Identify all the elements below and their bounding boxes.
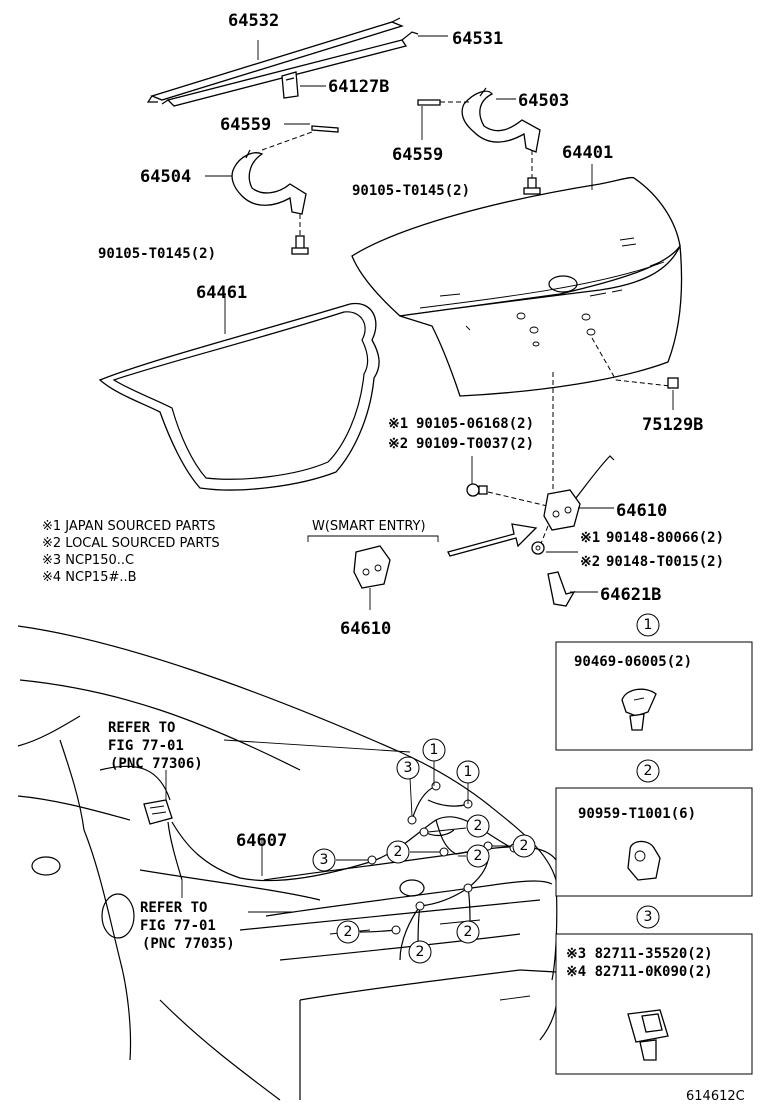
- svg-text:2: 2: [474, 848, 483, 864]
- figure-id: 614612C: [686, 1089, 745, 1104]
- clip-2-icon: [627, 840, 661, 881]
- hinge-64504: [231, 149, 307, 215]
- nut-row2-mark: ※2: [580, 554, 600, 570]
- refer-lower-line-2[interactable]: FIG 77-01: [140, 918, 216, 934]
- trunk-lid-64401: [351, 176, 683, 397]
- part-64461-label: 64461: [196, 283, 247, 303]
- svg-text:2: 2: [344, 924, 353, 940]
- hinge-64503: [461, 87, 541, 153]
- part-64503-label: 64503: [518, 91, 569, 111]
- part-64621b-label: 64621B: [600, 585, 661, 605]
- svg-text:2: 2: [474, 818, 483, 834]
- harness-callout-2d: 2: [492, 834, 536, 858]
- trunk-lock-64610: [543, 455, 615, 531]
- harness-callout-2f: 2: [408, 940, 432, 964]
- arrow-icon: [447, 523, 538, 557]
- rod-64559-right: [417, 99, 441, 106]
- svg-text:2: 2: [520, 838, 529, 854]
- clip-box-2-pn: 90959-T1001(6): [578, 806, 696, 822]
- clip-box-1-number: 1: [644, 617, 653, 633]
- torsion-bar-64532: [146, 17, 404, 103]
- clip-box-2: 2 90959-T1001(6): [555, 759, 753, 897]
- part-64610-label: 64610: [616, 501, 667, 521]
- part-64531-label: 64531: [452, 29, 503, 49]
- note-line-2: ※2 LOCAL SOURCED PARTS: [42, 536, 220, 551]
- clip-1-icon: [621, 688, 657, 731]
- refer-upper-line-3[interactable]: (PNC 77306): [110, 756, 203, 772]
- harness-callout-3a: 3: [396, 756, 420, 817]
- harness-callout-2e: 2: [336, 920, 360, 944]
- refer-upper-line-1[interactable]: REFER TO: [108, 720, 175, 736]
- part-64127b-label: 64127B: [328, 77, 389, 97]
- harness-callout-3b: 3: [312, 848, 368, 872]
- smart-entry-label: W(SMART ENTRY): [312, 519, 426, 534]
- nut-row2-pn: 90148-T0015(2): [606, 554, 724, 570]
- part-64504-label: 64504: [140, 167, 191, 187]
- screw-icon: [466, 483, 488, 497]
- trunk-lock-smart-entry: [353, 545, 391, 589]
- refer-upper-line-2[interactable]: FIG 77-01: [108, 738, 184, 754]
- part-64610-smart-label: 64610: [340, 619, 391, 639]
- clip-box-1: 1 90469-06005(2): [555, 613, 753, 751]
- note-line-3: ※3 NCP150..C: [42, 553, 134, 568]
- screw-row2-mark: ※2: [388, 436, 408, 452]
- cover-64621b: [547, 571, 576, 607]
- clip-box-3-number: 3: [644, 909, 653, 925]
- part-75129b-label: 75129B: [642, 415, 703, 435]
- connector-icon: [143, 799, 173, 825]
- harness-callout-1a: 1: [422, 738, 446, 786]
- part-64401-label: 64401: [562, 143, 613, 163]
- weatherstrip-64461: [98, 302, 380, 491]
- note-line-4: ※4 NCP15#..B: [42, 570, 137, 585]
- clip-box-3-pn-1: ※3 82711-35520(2): [566, 946, 713, 962]
- bracket-64127b: [281, 71, 299, 99]
- harness-callout-1b: 1: [456, 760, 480, 804]
- refer-lower-line-3[interactable]: (PNC 77035): [142, 936, 235, 952]
- nut-row1-mark: ※1: [580, 530, 600, 546]
- clip-box-3-pn-2: ※4 82711-0K090(2): [566, 964, 713, 980]
- rod-64559-left: [311, 125, 339, 133]
- nut-row1-pn: 90148-80066(2): [606, 530, 724, 546]
- svg-text:3: 3: [404, 760, 413, 776]
- refer-lower-line-1[interactable]: REFER TO: [140, 900, 207, 916]
- harness-callout-2b: 2: [386, 840, 440, 864]
- clip-75129b: [667, 377, 679, 389]
- svg-text:2: 2: [416, 944, 425, 960]
- svg-text:2: 2: [394, 844, 403, 860]
- bolt-right: [523, 177, 541, 195]
- screw-row2-pn: 90109-T0037(2): [416, 436, 534, 452]
- torsion-bar-64531: [161, 31, 419, 107]
- screw-row1-mark: ※1: [388, 416, 408, 432]
- harness-callout-2g: 2: [456, 920, 480, 944]
- note-line-1: ※1 JAPAN SOURCED PARTS: [42, 519, 216, 534]
- part-64532-label: 64532: [228, 11, 279, 31]
- part-64607-label: 64607: [236, 831, 287, 851]
- svg-text:1: 1: [430, 742, 439, 758]
- svg-text:3: 3: [320, 852, 329, 868]
- clip-3-icon: [627, 1009, 669, 1061]
- clip-box-2-number: 2: [644, 763, 653, 779]
- bolt-right-label: 90105-T0145(2): [352, 183, 470, 199]
- car-rear-body: [17, 625, 559, 1101]
- clip-box-3: 3 ※3 82711-35520(2) ※4 82711-0K090(2): [555, 905, 753, 1075]
- wire-harness-64607: [171, 781, 519, 961]
- part-64559-right-label: 64559: [392, 145, 443, 165]
- svg-text:1: 1: [464, 764, 473, 780]
- nut-icon: [531, 541, 545, 555]
- svg-text:2: 2: [464, 924, 473, 940]
- harness-callout-2a: 2: [427, 814, 490, 838]
- part-64559-left-label: 64559: [220, 115, 271, 135]
- clip-box-1-pn: 90469-06005(2): [574, 654, 692, 670]
- bolt-left: [291, 235, 309, 255]
- screw-row1-pn: 90105-06168(2): [416, 416, 534, 432]
- bolt-left-label: 90105-T0145(2): [98, 246, 216, 262]
- harness-callout-2c: 2: [458, 844, 490, 868]
